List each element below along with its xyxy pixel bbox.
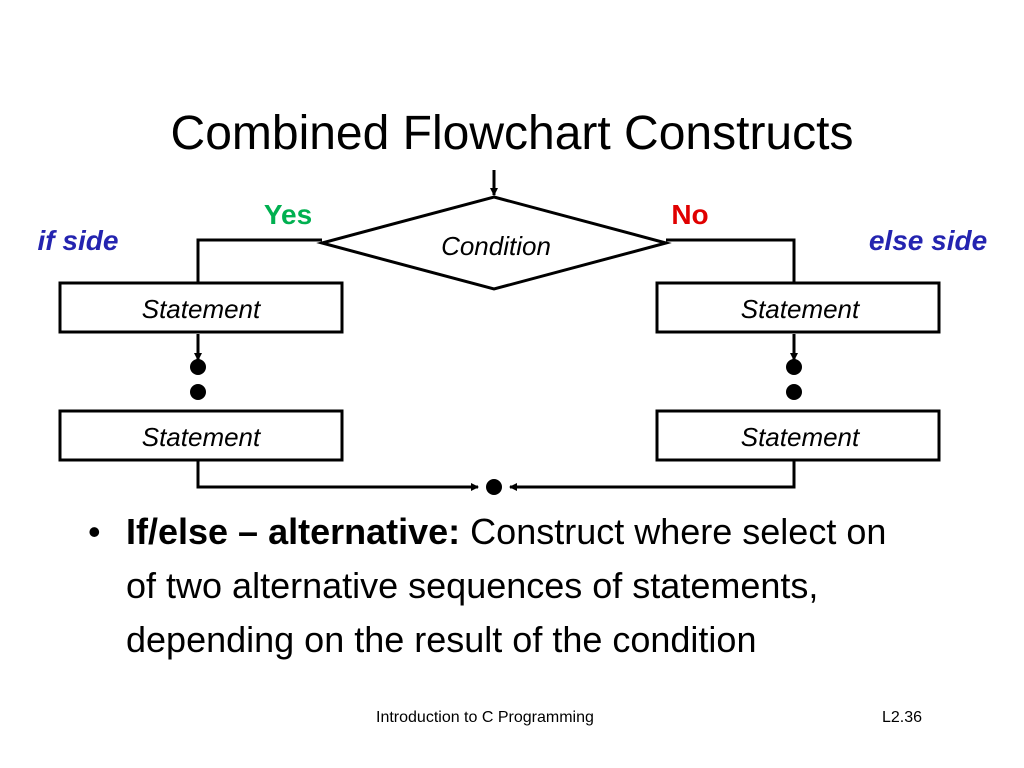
else-side-label: else side (869, 225, 987, 256)
if-statement-box-1 (58, 281, 344, 334)
else-merge-line (509, 461, 796, 491)
bullet-marker: • (88, 511, 101, 552)
if-statement-box-2 (58, 409, 344, 462)
yes-label: Yes (264, 199, 312, 230)
else-statement-box-1 (655, 281, 941, 334)
footer-course: Introduction to C Programming (376, 709, 594, 726)
slide-title: Combined Flowchart Constructs (170, 107, 854, 160)
decision-label: Condition (441, 231, 551, 261)
bullet-list: • If/else – alternative: Construct where… (88, 505, 918, 667)
no-branch-line (666, 238, 796, 282)
if-side-label: if side (38, 225, 119, 256)
if-merge-line (196, 461, 479, 491)
if-statement-1: Statement (142, 294, 262, 324)
bullet-body-text: Construct where select on of two alterna… (126, 511, 887, 660)
bullet-lead-text: If/else – alternative: (126, 511, 461, 552)
else-statement-box-2 (655, 409, 941, 462)
bullet-item: • If/else – alternative: Construct where… (88, 505, 918, 667)
footer-slide-number: L2.36 (882, 709, 923, 726)
else-continuation-dot-2 (786, 384, 802, 400)
else-continuation-dot-1 (786, 359, 802, 375)
else-statement-1: Statement (741, 294, 861, 324)
else-statement-2: Statement (741, 422, 861, 452)
decision-diamond (316, 195, 672, 291)
no-label: No (671, 199, 708, 230)
if-continuation-dot-1 (190, 359, 206, 375)
yes-branch-line (196, 238, 322, 282)
merge-point (486, 479, 502, 495)
if-continuation-dot-2 (190, 384, 206, 400)
if-statement-2: Statement (142, 422, 262, 452)
